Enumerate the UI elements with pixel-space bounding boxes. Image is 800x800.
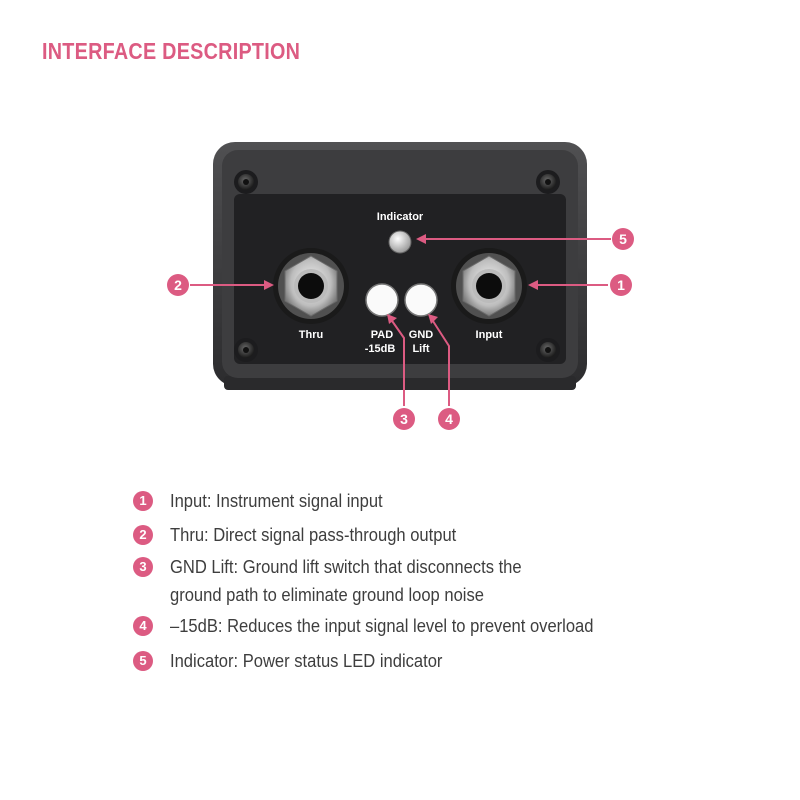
pad-value-label: -15dB xyxy=(365,343,396,355)
callout-lines xyxy=(190,238,611,406)
arrowhead-3 xyxy=(387,314,397,324)
svg-text:1: 1 xyxy=(617,277,625,293)
device-diagram: Indicator Thru Input PAD -15dB GND Lift … xyxy=(167,142,634,430)
screw-icon xyxy=(234,338,258,362)
input-jack[interactable] xyxy=(451,248,527,324)
svg-text:4: 4 xyxy=(445,411,453,427)
page-title: INTERFACE DESCRIPTION xyxy=(42,38,301,64)
arrowhead-1 xyxy=(528,280,538,290)
description-text: Thru: Direct signal pass-through output xyxy=(170,525,457,545)
callout-line-4 xyxy=(430,317,450,406)
gnd-lift-switch[interactable] xyxy=(404,283,438,317)
thru-jack[interactable] xyxy=(273,248,349,324)
lift-label: Lift xyxy=(412,343,429,355)
callout-badge-3: 3 xyxy=(393,408,415,430)
number-badge: 1 xyxy=(133,491,153,511)
svg-text:3: 3 xyxy=(400,411,408,427)
screw-icon xyxy=(234,170,258,194)
number-badge: 2 xyxy=(133,525,153,545)
arrowhead-4 xyxy=(428,314,438,324)
description-text: Indicator: Power status LED indicator xyxy=(170,651,443,671)
indicator-led xyxy=(388,230,412,254)
svg-text:5: 5 xyxy=(619,231,627,247)
callout-arrowheads xyxy=(264,234,538,324)
screw-icon xyxy=(536,338,560,362)
callout-badge-1: 1 xyxy=(610,274,632,296)
thru-label: Thru xyxy=(299,329,323,341)
callout-line-3 xyxy=(389,317,405,406)
screw-icon xyxy=(536,170,560,194)
pad-switch[interactable] xyxy=(365,283,399,317)
description-text: –15dB: Reduces the input signal level to… xyxy=(170,616,594,636)
description-text: Input: Instrument signal input xyxy=(170,491,383,511)
description-line-2: ground path to eliminate ground loop noi… xyxy=(170,585,484,605)
callout-badge-2: 2 xyxy=(167,274,189,296)
pad-label: PAD xyxy=(371,329,393,341)
svg-text:2: 2 xyxy=(174,277,182,293)
number-badge: 5 xyxy=(133,651,153,671)
description-line-1: GND Lift: Ground lift switch that discon… xyxy=(170,557,522,577)
indicator-label: Indicator xyxy=(377,211,424,223)
number-badge: 4 xyxy=(133,616,153,636)
gnd-label: GND xyxy=(409,329,434,341)
description-text: GND Lift: Ground lift switch that discon… xyxy=(170,553,522,609)
arrowhead-2 xyxy=(264,280,274,290)
callout-badge-5: 5 xyxy=(612,228,634,250)
input-label: Input xyxy=(476,329,503,341)
arrowhead-5 xyxy=(416,234,426,244)
number-badge: 3 xyxy=(133,557,153,577)
callout-badge-4: 4 xyxy=(438,408,460,430)
